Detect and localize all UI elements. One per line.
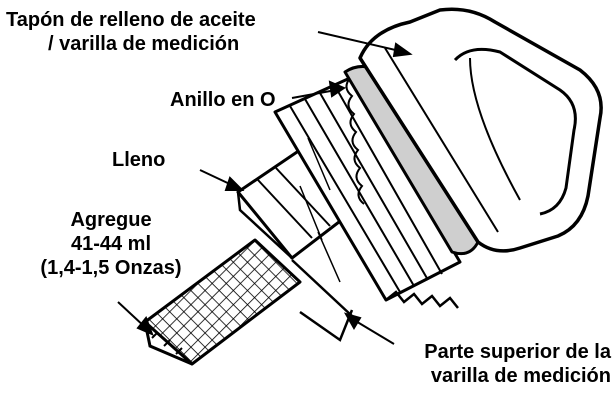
leader-arrows (117, 31, 413, 345)
dipstick-top-label: Parte superior de la varilla de medición (424, 340, 611, 388)
dipstick-shaft (236, 148, 354, 317)
add-oil-label: Agregue 41-44 ml (1,4-1,5 Onzas) (26, 208, 196, 280)
oil-fill-cap (358, 7, 603, 253)
o-ring-label: Anillo en O (170, 89, 276, 111)
add-oil-label-line1: Agregue (70, 209, 152, 231)
oil-fill-cap-label: Tapón de relleno de aceite / varilla de … (6, 8, 256, 56)
oil-fill-cap-label-line1: Tapón de relleno de aceite (6, 9, 256, 31)
oil-fill-cap-label-line2: / varilla de medición (48, 33, 240, 55)
dipstick-top-label-line1: Parte superior de la (424, 341, 611, 363)
add-oil-label-line3: (1,4-1,5 Onzas) (40, 257, 182, 279)
add-oil-label-line2: 41-44 ml (70, 233, 152, 255)
threaded-body (273, 76, 462, 342)
full-mark-label: Lleno (112, 149, 166, 171)
dipstick-top-label-line2: varilla de medición (430, 365, 611, 387)
